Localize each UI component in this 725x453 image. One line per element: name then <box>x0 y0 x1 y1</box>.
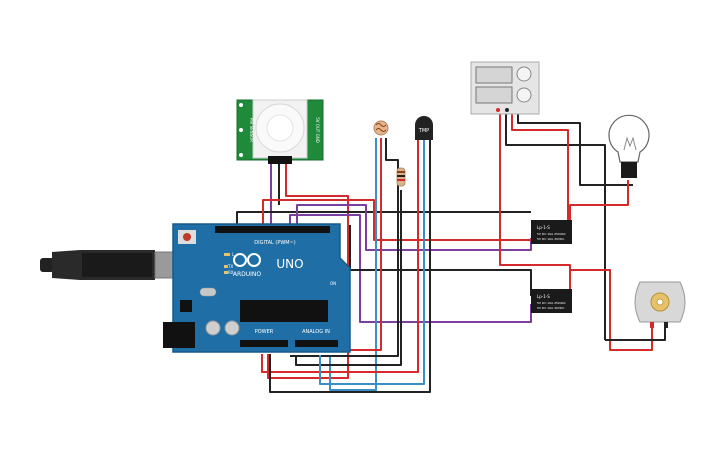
arduino-uno-board: DIGITAL (PWM~) ARDUINO UNO L TX RX ON PO… <box>163 223 351 353</box>
wire-tmp-blue <box>319 140 425 385</box>
arduino-model-text: UNO <box>276 257 303 271</box>
wire-ps-red <box>499 112 571 285</box>
wire-relay1-bulb <box>569 180 629 222</box>
wire-gnd-relay1 <box>236 211 531 225</box>
wire-tmp-black <box>269 140 431 393</box>
wire-red-top <box>262 199 531 241</box>
wire-motor-black <box>605 328 666 341</box>
power-header-label: POWER <box>255 329 274 335</box>
relay-bottom-label-3: 5V DC 10A 30VDC <box>537 306 564 310</box>
relay-bottom-label-1: Lp-1-S <box>537 294 550 299</box>
relay-bottom-label-2: 5V DC 10A 250VAC <box>537 301 566 305</box>
wire-black-relay2 <box>349 225 532 296</box>
wire-ps-red-2 <box>511 112 569 222</box>
relay-top-label-2: 5V DC 10A 250VAC <box>537 232 566 236</box>
tmp-label: TMP <box>418 128 429 134</box>
digital-header-label: DIGITAL (PWM~) <box>254 240 296 246</box>
analog-header-label: ANALOG IN <box>302 329 330 335</box>
pir-side-text-right: 5V OUT GND <box>315 117 320 143</box>
wire-d-purple-relay1 <box>296 204 532 251</box>
usb-plug-icon <box>40 250 196 280</box>
power-jack <box>163 322 195 348</box>
led-label-l: L <box>232 252 235 257</box>
wire-tmp-red <box>261 140 419 373</box>
arduino-brand-text: ARDUINO <box>233 271 262 278</box>
digital-header <box>215 226 330 233</box>
wire-ps-black <box>505 112 606 340</box>
wire-ldr-black <box>290 138 399 357</box>
wire-relay2-motor-red <box>569 269 653 351</box>
analog-header <box>295 340 338 347</box>
wire-d-purple-relay2 <box>289 214 532 323</box>
light-bulb-icon <box>608 114 650 178</box>
relay-top-label-1: Lp-1-S <box>537 225 550 230</box>
led-label-tx: TX <box>227 264 233 269</box>
dc-power-supply-icon <box>470 61 540 115</box>
led-label-on: ON <box>330 281 336 286</box>
atmega-chip <box>240 300 328 322</box>
temperature-sensor-icon: TMP <box>415 116 433 140</box>
pir-side-text-left: PIR SENSOR <box>249 118 254 142</box>
arduino-logo-icon <box>233 253 261 267</box>
resistor-icon <box>396 167 406 187</box>
relay-top: Lp-1-S 5V DC 10A 250VAC 5V DC 10A 30VDC <box>531 220 572 244</box>
power-header <box>240 340 288 347</box>
pir-sensor: PIR SENSOR 5V OUT GND <box>236 99 324 164</box>
dc-motor-icon <box>634 281 686 328</box>
wire-res-down <box>295 190 402 366</box>
photoresistor-icon <box>373 120 389 136</box>
relay-bottom: Lp-1-S 5V DC 10A 250VAC 5V DC 10A 30VDC <box>531 289 572 313</box>
relay-top-label-3: 5V DC 10A 30VDC <box>537 237 564 241</box>
led-label-rx: RX <box>228 270 234 275</box>
pir-dome-icon <box>252 99 308 159</box>
wire-ps-black-2 <box>517 112 633 186</box>
